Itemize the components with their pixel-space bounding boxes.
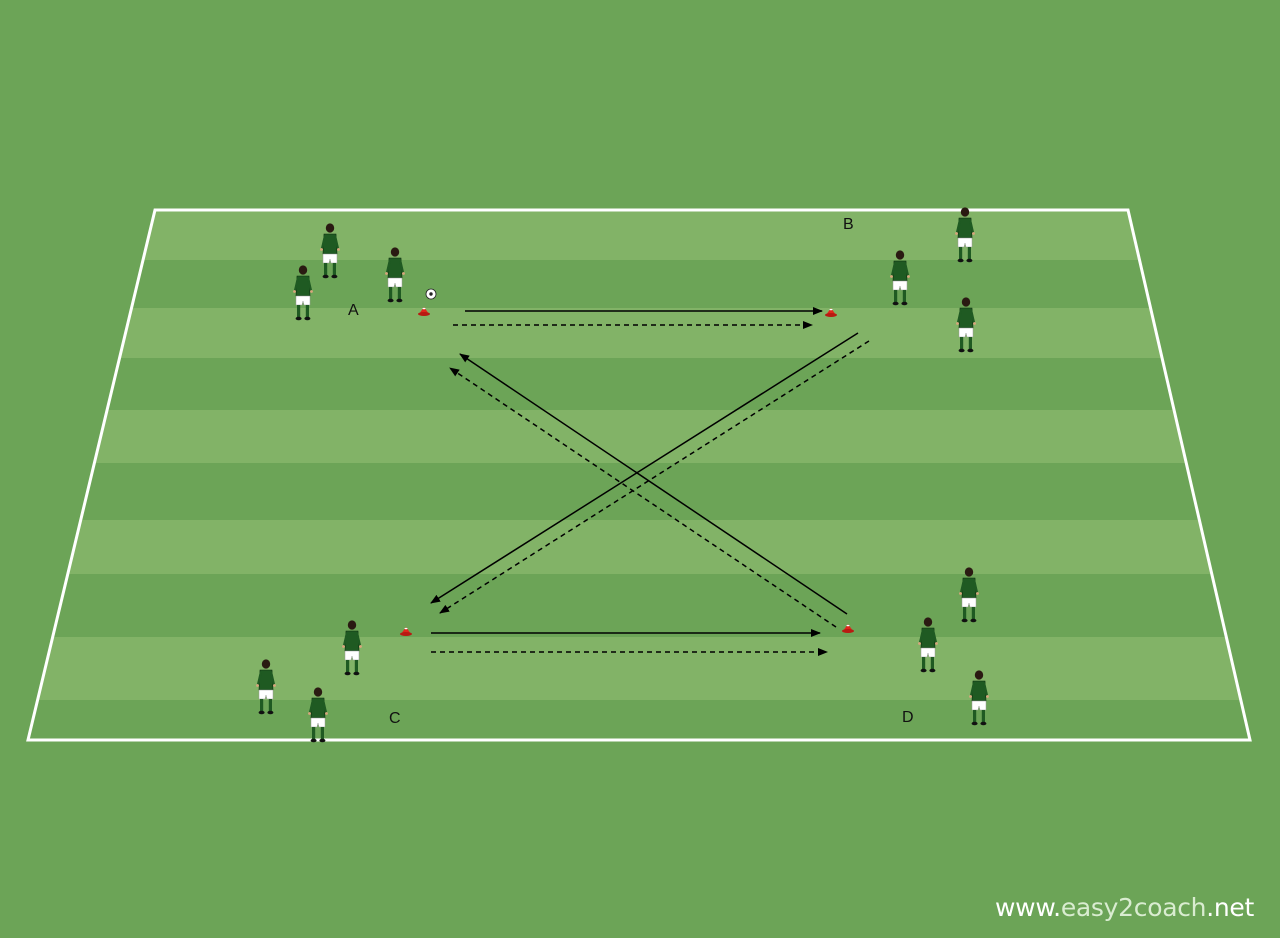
watermark-suffix: .net bbox=[1206, 893, 1254, 922]
marker-a: A bbox=[348, 302, 359, 319]
marker-b: B bbox=[843, 216, 854, 233]
pass-arrow-b-to-c bbox=[430, 332, 859, 604]
pitch-stripes bbox=[28, 210, 1250, 740]
run-arrow-d-to-a bbox=[449, 367, 837, 628]
marker-c: C bbox=[389, 710, 401, 727]
marker-d: D bbox=[902, 709, 914, 726]
watermark-brand: easy2coach bbox=[1060, 893, 1207, 922]
watermark-prefix: www. bbox=[995, 893, 1061, 922]
movement-arrows bbox=[430, 307, 870, 656]
soccer-ball bbox=[425, 288, 437, 300]
watermark: www.easy2coach.net bbox=[995, 893, 1254, 922]
pitch-boundary bbox=[26, 208, 1252, 742]
run-arrow-b-to-c bbox=[439, 340, 870, 614]
pass-arrow-d-to-a bbox=[459, 353, 848, 615]
